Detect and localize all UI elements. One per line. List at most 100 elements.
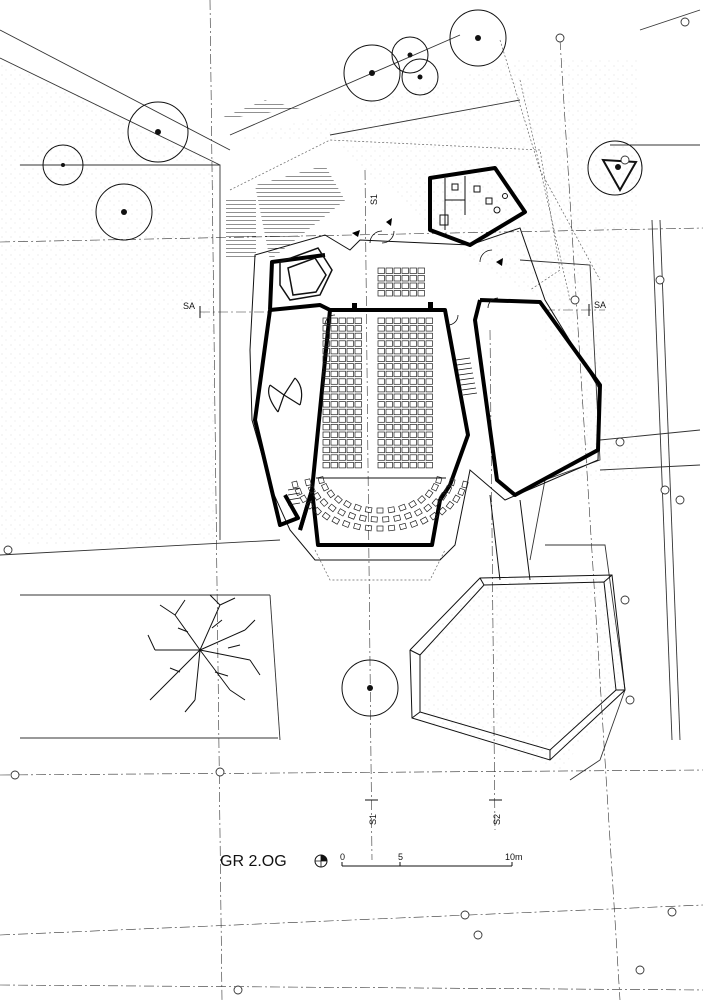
seat	[322, 454, 330, 461]
seat	[385, 282, 393, 289]
seat	[425, 462, 433, 469]
seat	[417, 416, 425, 423]
seat	[417, 370, 425, 378]
seat	[364, 506, 373, 514]
seat	[354, 325, 362, 332]
seat	[408, 499, 417, 509]
seat	[364, 524, 373, 532]
seat	[307, 485, 316, 494]
seat	[385, 340, 393, 347]
seat	[398, 522, 407, 531]
seat	[385, 424, 393, 431]
seat	[338, 439, 346, 446]
scale-tick-5: 5	[398, 852, 403, 862]
seat	[346, 401, 354, 408]
seat	[417, 454, 425, 461]
seat	[354, 393, 362, 400]
seat	[354, 454, 362, 461]
tree-grate	[601, 158, 638, 193]
seat	[377, 424, 385, 431]
seat	[377, 386, 385, 393]
seat	[401, 446, 409, 454]
auditorium-seating	[322, 317, 433, 469]
seat	[409, 454, 417, 461]
seat	[409, 332, 417, 340]
seat	[393, 439, 401, 446]
seat	[401, 386, 409, 393]
seat	[393, 431, 401, 438]
section-label-sa-left: SA	[183, 301, 195, 311]
seat	[330, 416, 338, 423]
seat	[393, 514, 402, 522]
seat	[385, 386, 393, 393]
seat	[322, 325, 330, 332]
seat	[385, 439, 393, 446]
seat	[393, 290, 401, 297]
seat	[322, 340, 330, 347]
seat	[393, 363, 401, 370]
seat	[343, 499, 352, 509]
seat	[338, 332, 346, 340]
seat	[425, 348, 433, 355]
tree	[391, 36, 429, 74]
seat	[354, 363, 362, 370]
seat	[338, 386, 346, 393]
seat	[393, 348, 401, 355]
seat	[370, 516, 378, 523]
seat	[393, 401, 401, 408]
seat	[409, 462, 417, 469]
seat	[346, 325, 354, 332]
seat	[304, 478, 312, 487]
seat	[338, 446, 346, 454]
trees	[42, 9, 507, 717]
seat	[431, 498, 441, 507]
seat	[377, 408, 385, 416]
seat	[409, 446, 417, 454]
seat	[385, 393, 393, 400]
seat	[354, 416, 362, 423]
seat	[377, 340, 385, 347]
seat	[417, 317, 425, 324]
seat	[401, 332, 409, 340]
seat	[354, 408, 362, 416]
seat	[338, 355, 346, 362]
seat	[331, 516, 341, 525]
seat	[377, 290, 385, 297]
seat	[322, 363, 330, 370]
seat	[305, 500, 315, 510]
seat	[385, 446, 393, 454]
seat	[393, 355, 401, 362]
seat	[425, 416, 433, 423]
seat	[377, 363, 385, 370]
seat	[354, 424, 362, 431]
seat	[322, 370, 330, 378]
seat	[346, 408, 354, 416]
seat	[409, 363, 417, 370]
seat	[385, 290, 393, 297]
seat	[393, 378, 401, 385]
seat	[346, 378, 354, 385]
column	[352, 303, 357, 311]
seat	[385, 267, 393, 274]
hatched-roof-entry	[255, 165, 345, 260]
tree-trunks	[61, 35, 621, 691]
seat	[347, 511, 357, 520]
seat	[401, 317, 409, 324]
seat	[354, 317, 362, 324]
seat	[385, 378, 393, 385]
seat	[322, 439, 330, 446]
seat	[401, 454, 409, 461]
seat	[409, 439, 417, 446]
seat	[417, 275, 425, 282]
seat	[338, 431, 346, 438]
stair-hatch	[226, 200, 256, 260]
seat	[452, 494, 461, 504]
seat	[393, 393, 401, 400]
seat	[376, 507, 384, 514]
seat	[330, 408, 338, 416]
seat	[338, 454, 346, 461]
seat	[354, 439, 362, 446]
seat	[398, 503, 407, 512]
seat	[385, 416, 393, 423]
seat	[401, 370, 409, 378]
